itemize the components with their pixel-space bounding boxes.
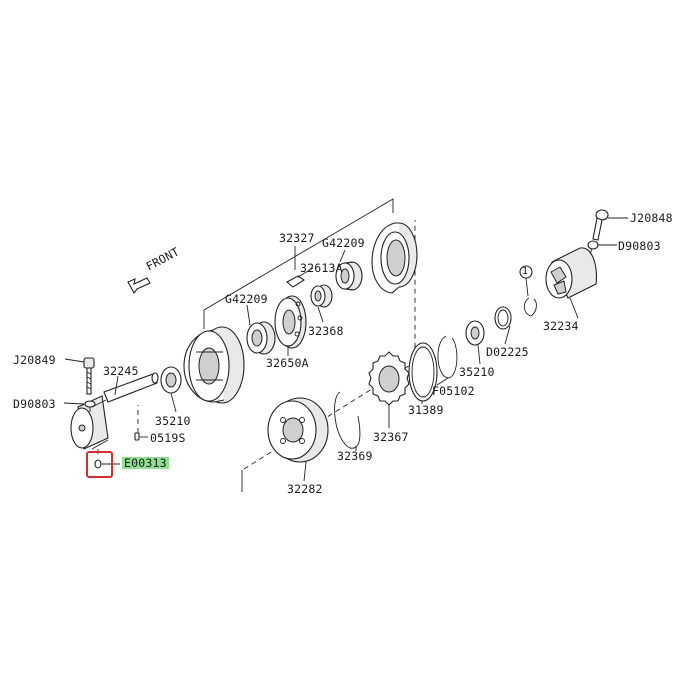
label-32234: 32234 — [543, 319, 579, 333]
label-32327: 32327 — [279, 231, 315, 245]
washer-d02225 — [494, 306, 512, 330]
label-32367: 32367 — [373, 430, 409, 444]
label-32369: 32369 — [337, 449, 373, 463]
label-32368: 32368 — [308, 324, 344, 338]
sprocket-32367 — [368, 351, 410, 406]
label-0519s: 0519S — [150, 431, 186, 445]
label-d90803-right: D90803 — [618, 239, 661, 253]
big-gear-left — [183, 326, 245, 404]
label-d90803-left: D90803 — [13, 397, 56, 411]
label-e00313-highlighted[interactable]: E00313 — [122, 456, 169, 470]
collar-32368 — [310, 284, 333, 308]
drum-part — [371, 222, 418, 294]
label-35210-right: 35210 — [459, 365, 495, 379]
label-f05102: F05102 — [432, 384, 475, 398]
washer-d90803-right — [587, 240, 599, 250]
gear-32650a — [274, 295, 307, 349]
shaft-32245 — [70, 372, 159, 450]
needle-bearing-upper — [335, 261, 363, 291]
label-32613a: 32613A — [300, 261, 343, 275]
pin-0519s — [134, 432, 140, 441]
key-32613a — [286, 275, 306, 288]
washer-35210-left — [160, 366, 182, 394]
bolt-j20848 — [592, 209, 609, 241]
highlight-callout-box[interactable] — [86, 451, 113, 478]
ball-e00313 — [94, 459, 102, 469]
needle-bearing-lower — [246, 321, 276, 355]
ring-31389 — [408, 342, 438, 402]
label-d02225: D02225 — [486, 345, 529, 359]
label-32245: 32245 — [103, 364, 139, 378]
front-arrow-icon — [127, 277, 151, 295]
clip-1 — [523, 297, 537, 317]
clip-f05102 — [437, 335, 458, 379]
washer-d90803-left — [84, 400, 96, 408]
washer-35210-right — [465, 320, 485, 346]
label-j20849: J20849 — [13, 353, 56, 367]
label-35210-left: 35210 — [155, 414, 191, 428]
label-g42209-lower: G42209 — [225, 292, 268, 306]
label-32282: 32282 — [287, 482, 323, 496]
leader-lines — [63, 217, 628, 482]
label-31389: 31389 — [408, 403, 444, 417]
label-g42209-upper: G42209 — [322, 236, 365, 250]
label-32650a: 32650A — [266, 356, 309, 370]
gear-32282 — [267, 397, 329, 463]
snap-ring-32369 — [334, 391, 361, 449]
cam-32234 — [545, 247, 598, 299]
bolt-j20849 — [83, 357, 95, 395]
label-1: 1 — [522, 266, 529, 277]
label-j20848: J20848 — [630, 211, 673, 225]
